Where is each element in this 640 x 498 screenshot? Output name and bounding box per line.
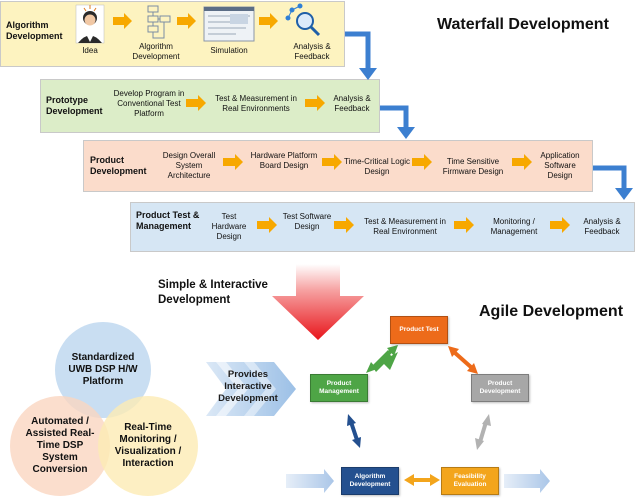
stage-idea: Idea: [82, 46, 98, 55]
stage-simulation: Simulation: [210, 46, 248, 55]
stage-hardware-platform-board-design: Hardware Platform Board Design: [250, 151, 318, 170]
stage-develop-program: Develop Program in Conventional Test Pla…: [113, 89, 185, 118]
prototype-row-label: Prototype Development: [46, 95, 103, 116]
waterfall-heading: Waterfall Development: [437, 16, 609, 33]
agile-product-development-box: Product Development: [471, 374, 529, 402]
stage-algorithm-development: Algorithm Development: [132, 42, 180, 61]
algorithm-row: [0, 1, 345, 67]
stage-test-software-design: Test Software Design: [282, 212, 332, 231]
stage-analysis-feedback-3: Analysis & Feedback: [583, 217, 621, 236]
stage-monitoring-management: Monitoring / Management: [490, 217, 538, 236]
stage-test-hardware-design: Test Hardware Design: [211, 212, 247, 241]
product-row-label: Product Development: [90, 155, 147, 176]
agile-product-management-box: Product Management: [310, 374, 368, 402]
stage-test-measurement-real-environments: Test & Measurement in Real Environments: [215, 94, 297, 113]
agile-product-test-box: Product Test: [390, 316, 448, 344]
stage-test-measurement-real-environment: Test & Measurement in Real Environment: [364, 217, 446, 236]
stage-application-software-design: Application Software Design: [540, 151, 580, 180]
provides-interactive-label: Provides Interactive Development: [218, 369, 278, 404]
agile-algorithm-development-box: Algorithm Development: [341, 467, 399, 495]
algorithm-row-label: Algorithm Development: [6, 20, 63, 41]
stage-time-critical-logic-design: Time-Critical Logic Design: [344, 157, 410, 176]
stage-time-sensitive-firmware-design: Time Sensitive Firmware Design: [442, 157, 504, 176]
product-test-row-label: Product Test & Management: [136, 210, 200, 231]
stage-analysis-feedback-2: Analysis & Feedback: [333, 94, 371, 113]
simple-interactive-heading: Simple & Interactive Development: [158, 279, 268, 306]
agile-feasibility-evaluation-box: Feasibility Evaluation: [441, 467, 499, 495]
circle-monitoring: Real-Time Monitoring / Visualization / I…: [98, 396, 198, 496]
stage-design-overall-architecture: Design Overall System Architecture: [162, 151, 216, 180]
circle-dsp-conversion: Automated / Assisted Real-Time DSP Syste…: [10, 396, 110, 496]
agile-heading: Agile Development: [479, 303, 624, 320]
stage-analysis-feedback-1: Analysis & Feedback: [293, 42, 331, 61]
